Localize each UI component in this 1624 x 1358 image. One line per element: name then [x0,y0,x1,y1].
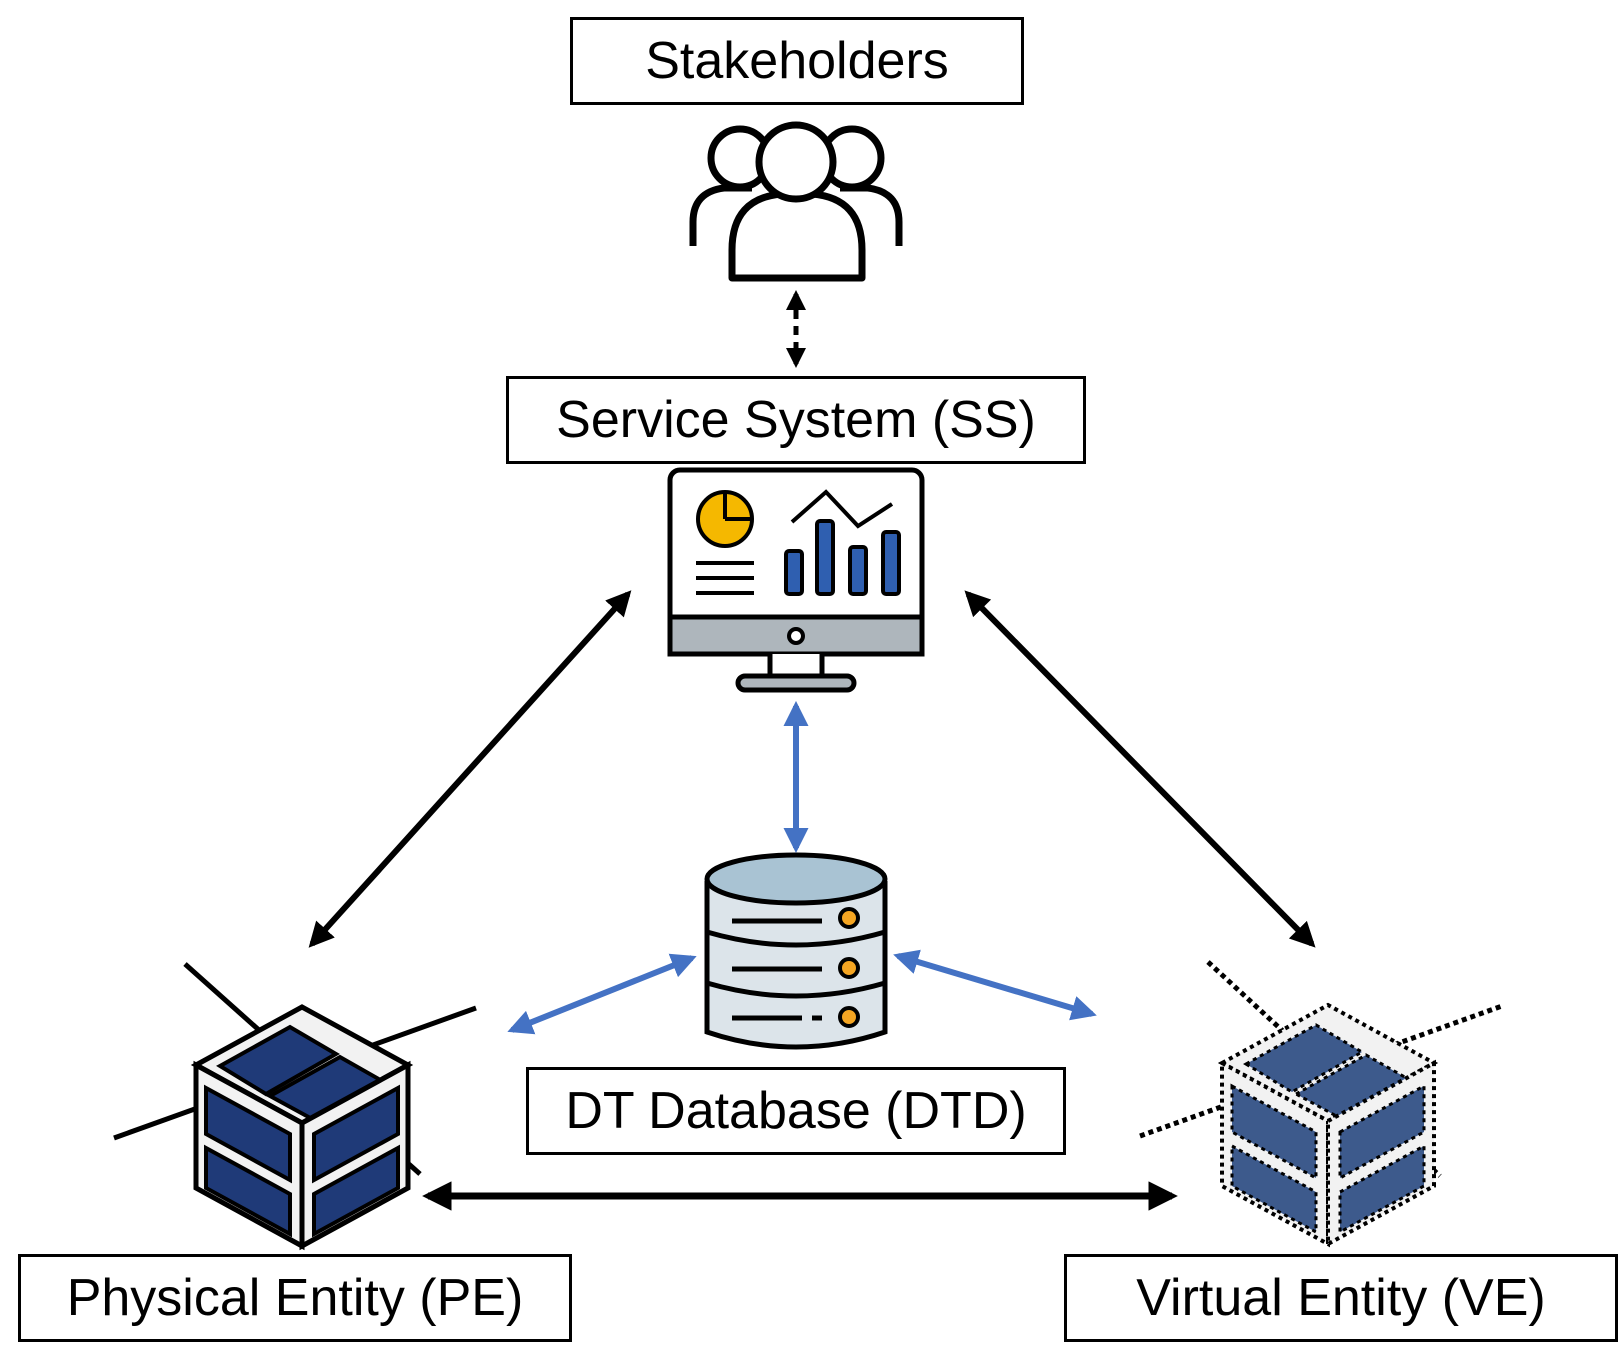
dtd-pe-arrow [507,953,697,1035]
physical-entity-label: Physical Entity (PE) [18,1254,572,1342]
dtd-ve-arrow [893,949,1097,1021]
dt-database-label: DT Database (DTD) [526,1067,1066,1155]
ss-ve-arrow [964,590,1316,948]
dashboard-monitor-icon [667,467,925,693]
ss-pe-arrow [308,590,632,948]
stakeholders-label: Stakeholders [570,17,1024,105]
people-group-icon [689,121,903,282]
virtual-entity-label: Virtual Entity (VE) [1064,1254,1618,1342]
satellite-cube-icon [113,962,477,1251]
database-server-icon [704,852,888,1050]
service-system-label: Service System (SS) [506,376,1086,464]
dotted-satellite-cube-icon [1139,960,1503,1248]
